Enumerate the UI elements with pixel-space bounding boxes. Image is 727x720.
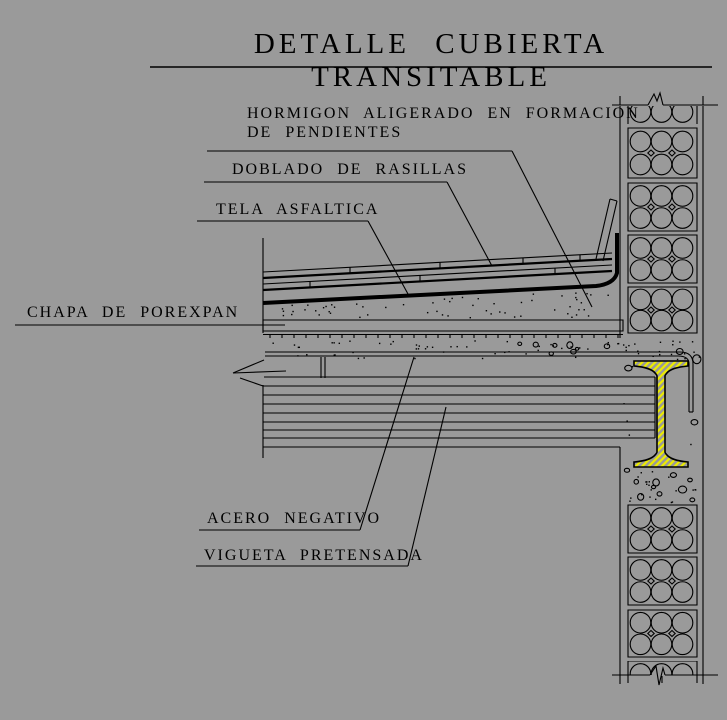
concrete-aggregates <box>517 341 702 503</box>
label-doblado-de-rasillas: DOBLADO DE RASILLAS <box>232 161 468 178</box>
leader-tela <box>197 221 408 294</box>
leader-acero <box>199 357 414 530</box>
label-vigueta-pretensada: VIGUETA PRETENSADA <box>204 547 424 564</box>
porexpan-sheet <box>263 320 623 338</box>
floor-slab <box>233 360 655 458</box>
slab-break-mark <box>233 360 286 386</box>
drawing-title: DETALLE CUBIERTA TRANSITABLE <box>253 28 609 93</box>
leader-vigueta <box>196 407 446 566</box>
label-chapa-de-porexpan: CHAPA DE POREXPAN <box>27 304 240 321</box>
asphalt-membrane <box>263 233 617 303</box>
roof-layers <box>263 199 623 338</box>
label-hormigon-aligerado: HORMIGON ALIGERADO EN FORMACION DE PENDIE… <box>247 104 640 142</box>
wall-top-break-mark <box>612 93 718 105</box>
rasilla-courses <box>263 199 617 290</box>
label-hormigon-line1: HORMIGON ALIGERADO EN FORMACION <box>247 105 640 122</box>
rasilla-upstand <box>596 199 617 261</box>
leader-doblado <box>204 182 492 266</box>
concrete-stipple <box>272 292 701 504</box>
party-wall <box>612 77 718 709</box>
label-hormigon-line2: DE PENDIENTES <box>247 124 403 141</box>
label-tela-asfaltica: TELA ASFALTICA <box>216 201 380 218</box>
leader-hormigon <box>207 151 592 307</box>
hollow-brick-courses <box>628 77 697 709</box>
leader-lines <box>15 151 592 566</box>
negative-steel-bar <box>265 352 693 412</box>
wall-bottom-break-mark <box>612 666 718 685</box>
steel-beam-outline <box>634 361 688 467</box>
label-acero-negativo: ACERO NEGATIVO <box>207 510 382 527</box>
